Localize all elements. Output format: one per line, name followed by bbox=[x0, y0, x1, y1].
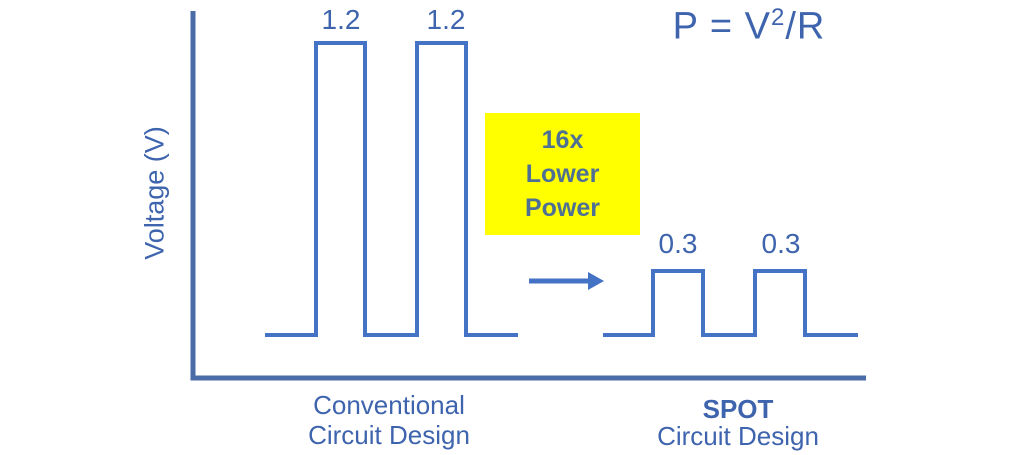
callout-line-1: 16x bbox=[541, 126, 584, 154]
spot-title-line-2: Circuit Design bbox=[657, 421, 819, 451]
formula-denominator: /R bbox=[785, 5, 826, 48]
y-axis-label: Voltage (V) bbox=[139, 126, 170, 260]
conventional-waveform bbox=[265, 41, 518, 337]
axes-lines bbox=[190, 11, 866, 381]
transition-arrow-head bbox=[588, 272, 604, 290]
conventional-title-line-1: Conventional bbox=[313, 390, 465, 420]
formula-base: P = V bbox=[672, 5, 771, 48]
conventional-pulse-label-1: 1.2 bbox=[321, 4, 361, 35]
spot-pulse-label-2: 0.3 bbox=[761, 228, 801, 259]
formula-superscript: 2 bbox=[770, 3, 786, 31]
spot-title-line-1: SPOT bbox=[702, 394, 774, 424]
conventional-title: Conventional Circuit Design bbox=[308, 390, 470, 450]
conventional-pulse-label-2: 1.2 bbox=[426, 4, 466, 35]
power-formula: P = V2/R bbox=[672, 3, 826, 49]
conventional-title-line-2: Circuit Design bbox=[308, 420, 470, 450]
spot-pulse-label-1: 0.3 bbox=[658, 228, 698, 259]
callout-line-3: Power bbox=[524, 194, 601, 222]
lower-power-callout: 16x Lower Power bbox=[485, 113, 640, 235]
spot-title: SPOT Circuit Design bbox=[657, 396, 819, 450]
spot-waveform bbox=[603, 269, 858, 337]
callout-line-2: Lower bbox=[525, 160, 600, 188]
